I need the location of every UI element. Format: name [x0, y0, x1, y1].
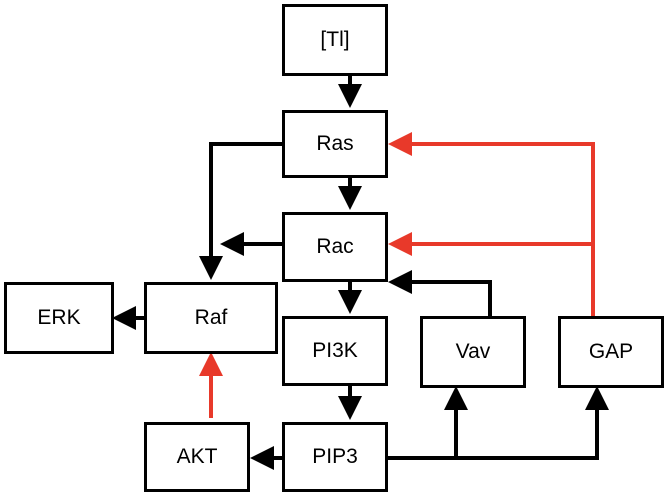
node-tl: [Tl] — [282, 4, 388, 76]
edge-pip3-vav — [386, 386, 468, 460]
node-gap-label: GAP — [588, 340, 634, 363]
edge-ras-raf — [199, 142, 284, 280]
node-erk-label: ERK — [37, 306, 81, 329]
node-vav: Vav — [420, 316, 526, 388]
node-akt: AKT — [144, 422, 250, 492]
edge-pip3-gap — [456, 386, 609, 460]
node-akt-label: AKT — [176, 445, 218, 468]
node-pi3k-label: PI3K — [312, 339, 358, 362]
node-rac: Rac — [282, 212, 388, 282]
node-pi3k: PI3K — [282, 316, 388, 386]
edge-vav-rac — [388, 270, 492, 316]
node-rac-label: Rac — [316, 235, 354, 258]
node-raf-label: Raf — [194, 306, 228, 329]
node-ras: Ras — [282, 110, 388, 178]
node-erk: ERK — [4, 282, 114, 354]
node-pip3: PIP3 — [282, 422, 388, 492]
edge-gap-ras — [388, 132, 595, 316]
node-tl-label: [Tl] — [320, 28, 350, 51]
node-ras-label: Ras — [316, 132, 354, 155]
node-raf: Raf — [144, 282, 278, 354]
node-vav-label: Vav — [455, 340, 491, 363]
node-gap: GAP — [558, 316, 664, 388]
node-pip3-label: PIP3 — [312, 445, 358, 468]
